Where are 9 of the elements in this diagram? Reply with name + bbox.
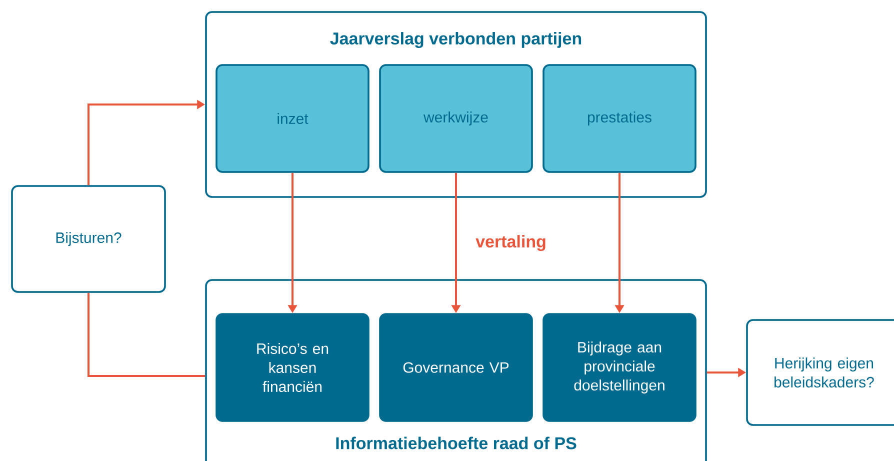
- process-box: werkwijze: [379, 64, 533, 173]
- edge-label: vertaling: [474, 234, 548, 252]
- process-box: inzet: [216, 64, 370, 173]
- process-box: Governance VP: [379, 313, 533, 422]
- process-box: Bijdrage aan provinciale doelstellingen: [542, 313, 696, 422]
- process-box: Risico’s en kansen financiën: [216, 313, 370, 422]
- process-box: prestaties: [542, 64, 696, 173]
- question-box: Herijking eigen beleidskaders?: [746, 319, 894, 426]
- question-box: Bijsturen?: [11, 185, 166, 293]
